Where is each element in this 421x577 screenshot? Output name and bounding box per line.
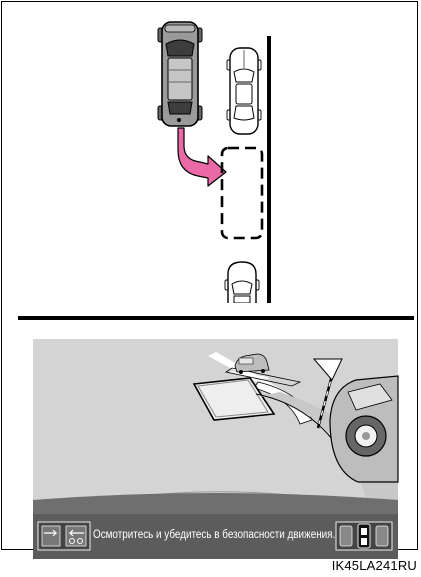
top-scene bbox=[158, 22, 275, 311]
camera-view bbox=[33, 339, 398, 559]
near-car bbox=[330, 376, 398, 482]
parked-sedan-rear bbox=[225, 262, 259, 303]
camera-switch-icon[interactable] bbox=[38, 522, 90, 550]
parked-sedan-front bbox=[227, 48, 261, 134]
sensor-indicator-icon[interactable] bbox=[336, 522, 392, 550]
target-parking-space bbox=[222, 148, 262, 238]
own-suv bbox=[158, 22, 202, 126]
parking-path-arrow bbox=[178, 128, 226, 186]
safety-message: Осмотритесь и убедитесь в безопасности д… bbox=[93, 529, 304, 541]
image-id-label: IK45LA241RU bbox=[332, 558, 417, 573]
